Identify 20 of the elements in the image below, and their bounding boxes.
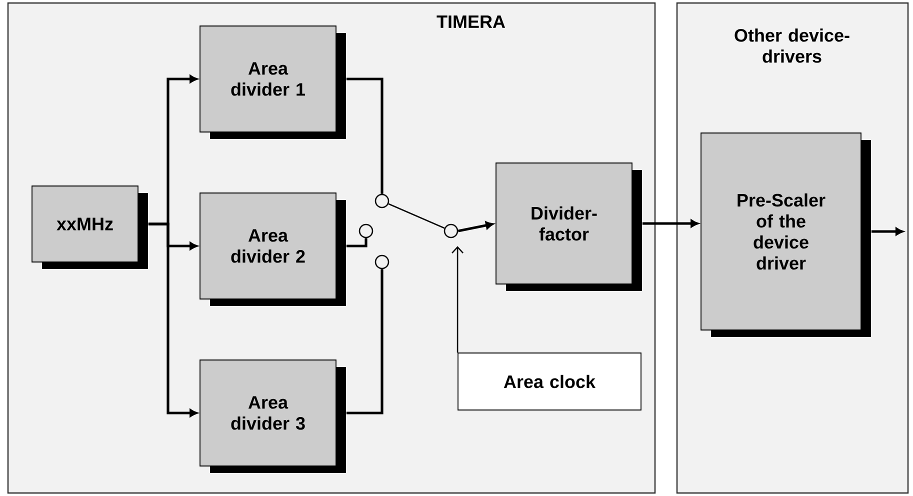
arrow xyxy=(642,220,698,228)
switch-contact xyxy=(358,224,374,238)
arrow xyxy=(148,222,198,417)
connector-line xyxy=(388,203,445,229)
connector-line xyxy=(346,78,384,194)
arrow xyxy=(458,221,494,232)
switch-contact xyxy=(374,254,390,270)
switch-contact xyxy=(374,194,390,208)
connector-line xyxy=(346,269,384,414)
connector-line xyxy=(346,238,368,248)
prescaler-box: Pre-Scaler of the device driver xyxy=(700,132,871,337)
switch-contact xyxy=(444,224,458,238)
divider-box: Area divider 3 xyxy=(200,360,346,473)
divider-box: Area divider 2 xyxy=(200,192,346,306)
arrow xyxy=(452,246,464,353)
arrow xyxy=(871,228,904,236)
clock-box: Area clock xyxy=(458,352,642,410)
source-box: xxMHz xyxy=(32,186,148,269)
divider-box: Area divider 1 xyxy=(200,26,346,139)
divider-factor-box: Divider-factor xyxy=(496,162,642,291)
